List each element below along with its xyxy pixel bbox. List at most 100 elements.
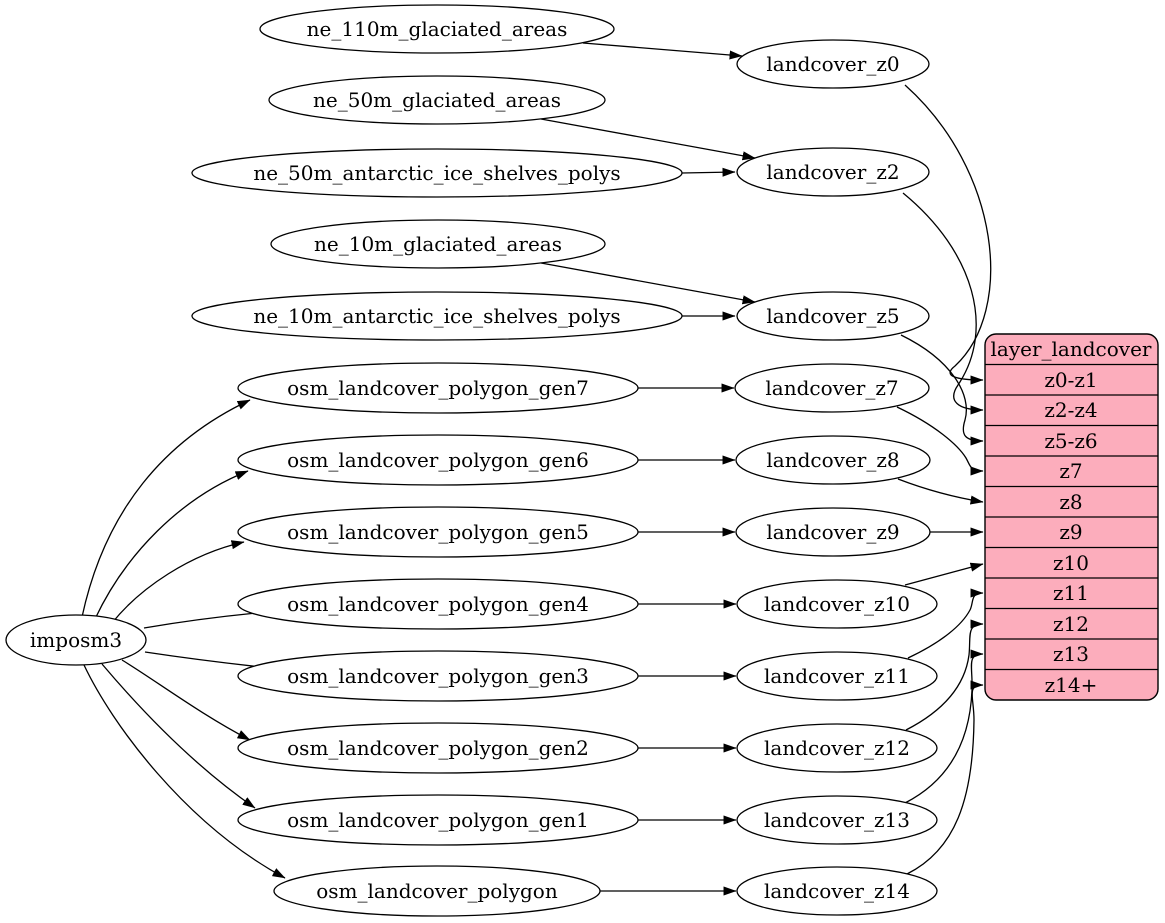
source-ellipse bbox=[237, 794, 639, 846]
source-label: ne_50m_antarctic_ice_shelves_polys bbox=[253, 161, 620, 185]
node-osm-landcover-polygon-gen4: osm_landcover_polygon_gen4 bbox=[237, 578, 639, 630]
edge-z5-to-row-z5-z6 bbox=[900, 334, 984, 446]
record-row-z12: z12 bbox=[1053, 612, 1089, 636]
stage-label: landcover_z7 bbox=[765, 376, 898, 400]
imposm3-ellipse bbox=[5, 614, 147, 666]
edge-z14-to-row-z14plus bbox=[906, 680, 984, 875]
node-ne-50m-antarctic-ice-shelves-polys: ne_50m_antarctic_ice_shelves_polys bbox=[191, 148, 683, 198]
source-label: ne_50m_glaciated_areas bbox=[313, 88, 561, 112]
edge-ne50m-ant-to-z2 bbox=[681, 167, 736, 177]
source-ellipse bbox=[270, 219, 606, 269]
stage-label: landcover_z13 bbox=[764, 808, 910, 832]
edge-imposm3-to-gen2 bbox=[121, 659, 251, 741]
node-osm-landcover-polygon-gen7: osm_landcover_polygon_gen7 bbox=[237, 362, 639, 414]
record-row-z9: z9 bbox=[1059, 520, 1082, 544]
stage-label: landcover_z14 bbox=[764, 879, 910, 903]
node-landcover-z12: landcover_z12 bbox=[736, 723, 938, 773]
node-landcover-z13: landcover_z13 bbox=[736, 795, 938, 845]
stage-label: landcover_z8 bbox=[766, 448, 899, 472]
stage-label: landcover_z5 bbox=[766, 304, 899, 328]
record-row-z8: z8 bbox=[1059, 490, 1082, 514]
source-label: osm_landcover_polygon_gen4 bbox=[287, 592, 589, 616]
node-osm-landcover-polygon-gen2: osm_landcover_polygon_gen2 bbox=[237, 722, 639, 774]
source-ellipse bbox=[237, 650, 639, 702]
stage-ellipse bbox=[736, 291, 930, 341]
node-osm-landcover-polygon-gen3: osm_landcover_polygon_gen3 bbox=[237, 650, 639, 702]
source-label: osm_landcover_polygon_gen2 bbox=[287, 736, 589, 760]
stage-ellipse bbox=[736, 795, 938, 845]
stage-ellipse bbox=[734, 363, 930, 413]
record-row-z5-z6: z5-z6 bbox=[1044, 429, 1097, 453]
stage-ellipse bbox=[736, 579, 938, 629]
node-imposm3: imposm3 bbox=[5, 614, 147, 666]
source-ellipse bbox=[237, 362, 639, 414]
edge-z0-to-row-z0-z1 bbox=[904, 84, 992, 385]
edge-ne110m-to-z0 bbox=[582, 42, 743, 60]
source-label: ne_10m_glaciated_areas bbox=[314, 232, 562, 256]
stage-label: landcover_z0 bbox=[766, 52, 899, 76]
node-osm-landcover-polygon-gen5: osm_landcover_polygon_gen5 bbox=[237, 506, 639, 558]
record-row-z14plus: z14+ bbox=[1045, 673, 1098, 697]
edge-z2-to-row-z2-z4 bbox=[902, 192, 984, 415]
node-osm-landcover-polygon-gen1: osm_landcover_polygon_gen1 bbox=[237, 794, 639, 846]
node-ne-10m-antarctic-ice-shelves-polys: ne_10m_antarctic_ice_shelves_polys bbox=[191, 291, 683, 341]
source-label: osm_landcover_polygon_gen6 bbox=[287, 448, 589, 472]
edge-z11-to-row-z11 bbox=[907, 588, 984, 659]
node-osm-landcover-polygon: osm_landcover_polygon bbox=[273, 865, 601, 917]
node-landcover-z10: landcover_z10 bbox=[736, 579, 938, 629]
node-landcover-z14: landcover_z14 bbox=[736, 866, 938, 916]
stage-ellipse bbox=[736, 723, 938, 773]
source-label: ne_10m_antarctic_ice_shelves_polys bbox=[253, 304, 620, 328]
node-ne-10m-glaciated-areas: ne_10m_glaciated_areas bbox=[270, 219, 606, 269]
edges bbox=[81, 42, 992, 896]
stage-label: landcover_z12 bbox=[764, 736, 910, 760]
stage-ellipse bbox=[735, 435, 931, 485]
record-row-z13: z13 bbox=[1053, 642, 1089, 666]
record-row-z0-z1: z0-z1 bbox=[1044, 368, 1097, 392]
stage-ellipse bbox=[736, 866, 938, 916]
stage-label: landcover_z11 bbox=[764, 664, 910, 688]
record-row-z2-z4: z2-z4 bbox=[1044, 398, 1097, 422]
source-label: osm_landcover_polygon_gen5 bbox=[287, 520, 589, 544]
edge-z8-to-row-z8 bbox=[897, 478, 984, 505]
source-label: ne_110m_glaciated_areas bbox=[307, 17, 568, 41]
stage-ellipse bbox=[736, 147, 930, 197]
node-landcover-z2: landcover_z2 bbox=[736, 147, 930, 197]
imposm3-label: imposm3 bbox=[30, 628, 122, 652]
source-ellipse bbox=[237, 722, 639, 774]
stage-label: landcover_z2 bbox=[766, 160, 899, 184]
source-label: osm_landcover_polygon_gen7 bbox=[287, 376, 589, 400]
stage-ellipse bbox=[736, 651, 938, 701]
edge-imposm3-to-polygon bbox=[83, 664, 286, 879]
stage-label: landcover_z10 bbox=[764, 592, 910, 616]
source-ellipse bbox=[237, 434, 639, 486]
stage-ellipse bbox=[736, 39, 930, 89]
edge-z7-to-row-z7 bbox=[896, 406, 984, 476]
source-ellipse bbox=[273, 865, 601, 917]
edge-z13-to-row-z13 bbox=[904, 649, 984, 804]
node-landcover-z7: landcover_z7 bbox=[734, 363, 930, 413]
source-ellipse bbox=[259, 4, 615, 54]
record-row-z11: z11 bbox=[1053, 581, 1089, 605]
source-ellipse bbox=[268, 75, 606, 125]
node-landcover-z11: landcover_z11 bbox=[736, 651, 938, 701]
node-layer-landcover: layer_landcover z0-z1 z2-z4 z5-z6 z7 z8 … bbox=[984, 333, 1159, 701]
edge-ne50m-glac-to-z2 bbox=[540, 118, 756, 161]
stage-ellipse bbox=[735, 507, 931, 557]
edge-ne10m-glac-to-z5 bbox=[540, 262, 756, 305]
node-landcover-z0: landcover_z0 bbox=[736, 39, 930, 89]
source-label: osm_landcover_polygon_gen3 bbox=[287, 664, 589, 688]
source-label: osm_landcover_polygon_gen1 bbox=[287, 808, 589, 832]
node-ne-110m-glaciated-areas: ne_110m_glaciated_areas bbox=[259, 4, 615, 54]
edge-imposm3-to-gen7 bbox=[81, 399, 251, 618]
record-title: layer_landcover bbox=[991, 337, 1152, 361]
edge-imposm3-to-gen5 bbox=[111, 540, 245, 624]
edge-z12-to-row-z12 bbox=[905, 619, 984, 731]
edge-imposm3-to-gen6 bbox=[94, 470, 249, 620]
node-landcover-z8: landcover_z8 bbox=[735, 435, 931, 485]
source-ellipse bbox=[191, 148, 683, 198]
record-row-z10: z10 bbox=[1053, 551, 1089, 575]
edge-z10-to-row-z10 bbox=[904, 562, 984, 586]
